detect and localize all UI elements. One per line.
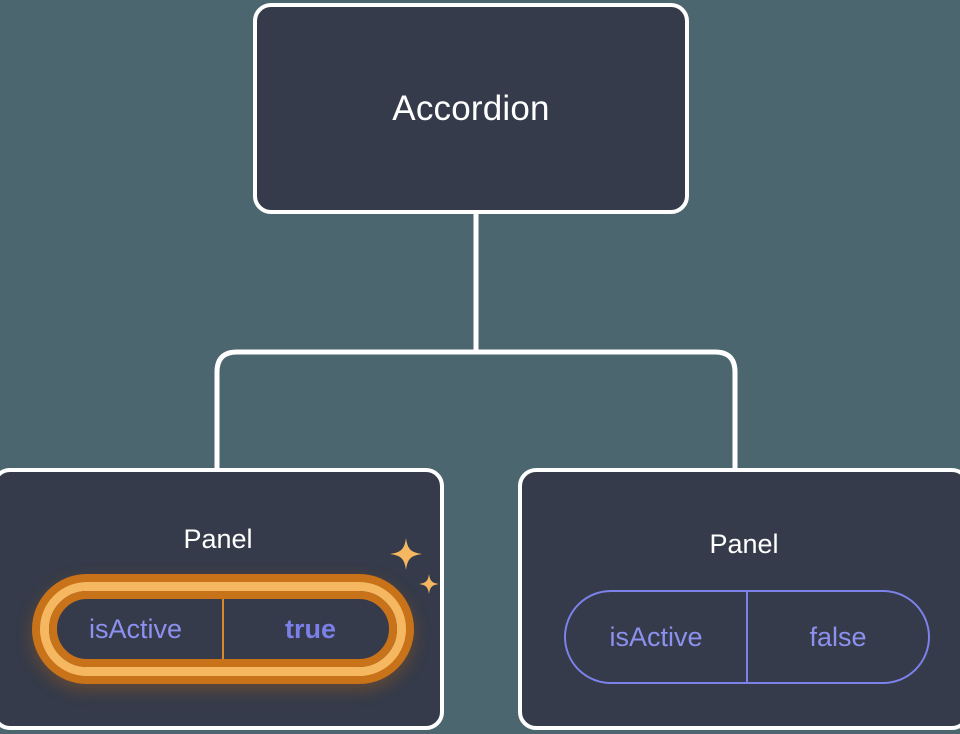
- node-title: Panel: [183, 524, 253, 554]
- prop-value: true: [284, 613, 336, 644]
- prop-name: isActive: [88, 613, 183, 644]
- prop-pill-wrapper: isActive false: [564, 590, 930, 684]
- tree-node-accordion[interactable]: Accordion: [253, 3, 689, 214]
- prop-name: isActive: [609, 621, 703, 652]
- node-title: Accordion: [392, 88, 550, 128]
- prop-divider: [746, 592, 748, 682]
- prop-pill-wrapper: isActive true: [40, 582, 406, 676]
- node-title: Panel: [709, 529, 779, 559]
- prop-divider: [222, 591, 224, 667]
- prop-pill[interactable]: isActive false: [564, 590, 930, 684]
- tree-node-panel-right[interactable]: Panel isActive false: [518, 468, 960, 730]
- tree-node-panel-left[interactable]: Panel isActive true: [0, 468, 444, 730]
- edge-child-bus: [214, 349, 738, 470]
- prop-pill-highlighted[interactable]: isActive true: [40, 582, 406, 676]
- prop-value: false: [809, 621, 867, 652]
